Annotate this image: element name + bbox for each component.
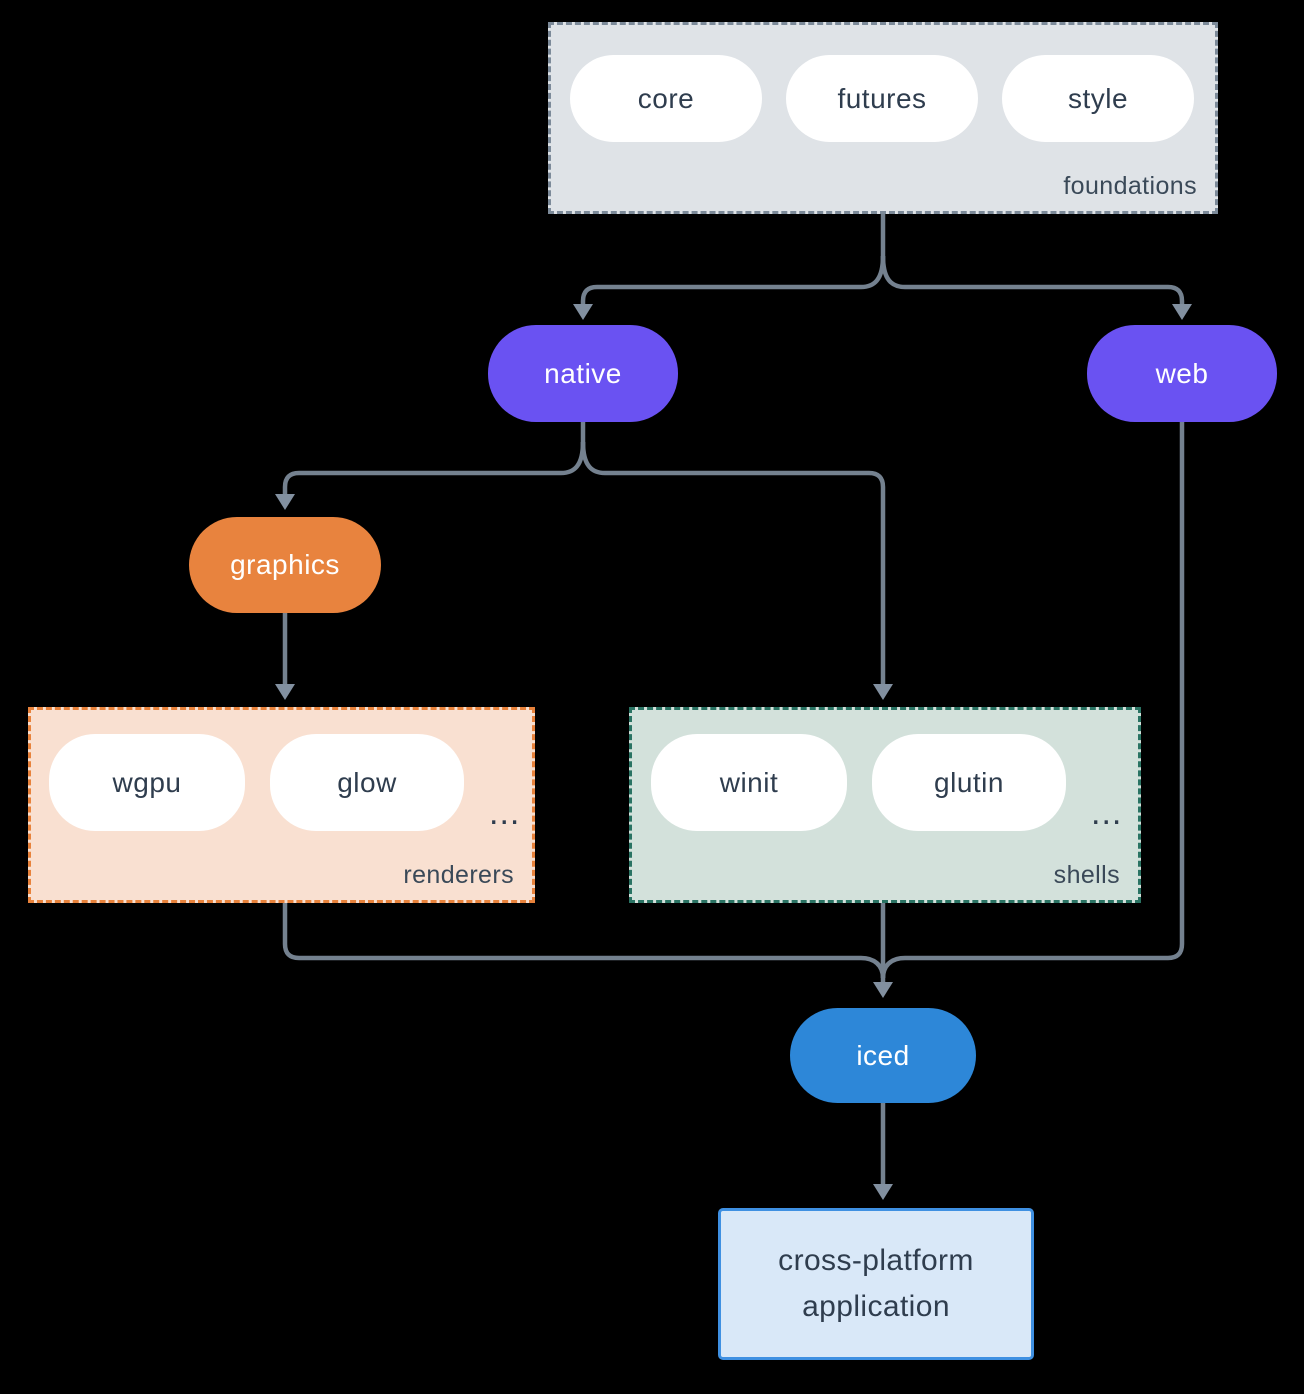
edge-foundations-to-native [580, 255, 886, 305]
edge-native-to-shells [580, 441, 886, 684]
node-glutin-label: glutin [934, 766, 1004, 798]
foundations-group: core futures style foundations [548, 22, 1218, 214]
edge-web-to-iced [880, 422, 1185, 979]
node-futures: futures [786, 55, 978, 142]
node-style-label: style [1067, 82, 1129, 114]
renderers-group-label: renderers [403, 861, 514, 889]
arrowhead-renderers [275, 684, 295, 700]
node-native: native [488, 325, 678, 422]
arrowhead-native [573, 304, 593, 320]
edge-foundations-to-web [880, 255, 1185, 305]
renderers-group: wgpu glow ... renderers [28, 707, 535, 903]
node-glow: glow [270, 734, 464, 831]
node-native-label: native [544, 357, 622, 389]
edge-native-to-graphics [282, 441, 586, 495]
arrowhead-iced [873, 982, 893, 998]
arrowhead-graphics [275, 494, 295, 510]
renderers-ellipsis: ... [489, 793, 521, 832]
edge-renderers-to-iced [282, 903, 886, 979]
arrowhead-shells [873, 684, 893, 700]
shells-group: winit glutin ... shells [629, 707, 1141, 903]
node-futures-label: futures [837, 82, 927, 114]
node-iced-label: iced [856, 1039, 910, 1071]
node-wgpu: wgpu [49, 734, 245, 831]
arrowhead-app [873, 1184, 893, 1200]
node-glutin: glutin [872, 734, 1066, 831]
cross-platform-application-box: cross-platform application [718, 1208, 1034, 1360]
node-graphics: graphics [189, 517, 381, 613]
node-core: core [570, 55, 762, 142]
shells-group-label: shells [1053, 861, 1120, 889]
node-iced: iced [790, 1008, 976, 1103]
node-glow-label: glow [337, 766, 397, 798]
node-graphics-label: graphics [230, 549, 340, 580]
foundations-group-label: foundations [1063, 172, 1197, 200]
app-label-line1: cross-platform [778, 1243, 974, 1277]
node-winit-label: winit [719, 766, 779, 798]
app-label-line2: application [802, 1290, 950, 1323]
node-web-label: web [1155, 357, 1209, 389]
node-core-label: core [637, 82, 695, 114]
node-winit: winit [651, 734, 847, 831]
shells-ellipsis: ... [1091, 793, 1123, 832]
arrowhead-web [1172, 304, 1192, 320]
node-web: web [1087, 325, 1277, 422]
node-wgpu-label: wgpu [112, 766, 182, 798]
node-style: style [1002, 55, 1194, 142]
